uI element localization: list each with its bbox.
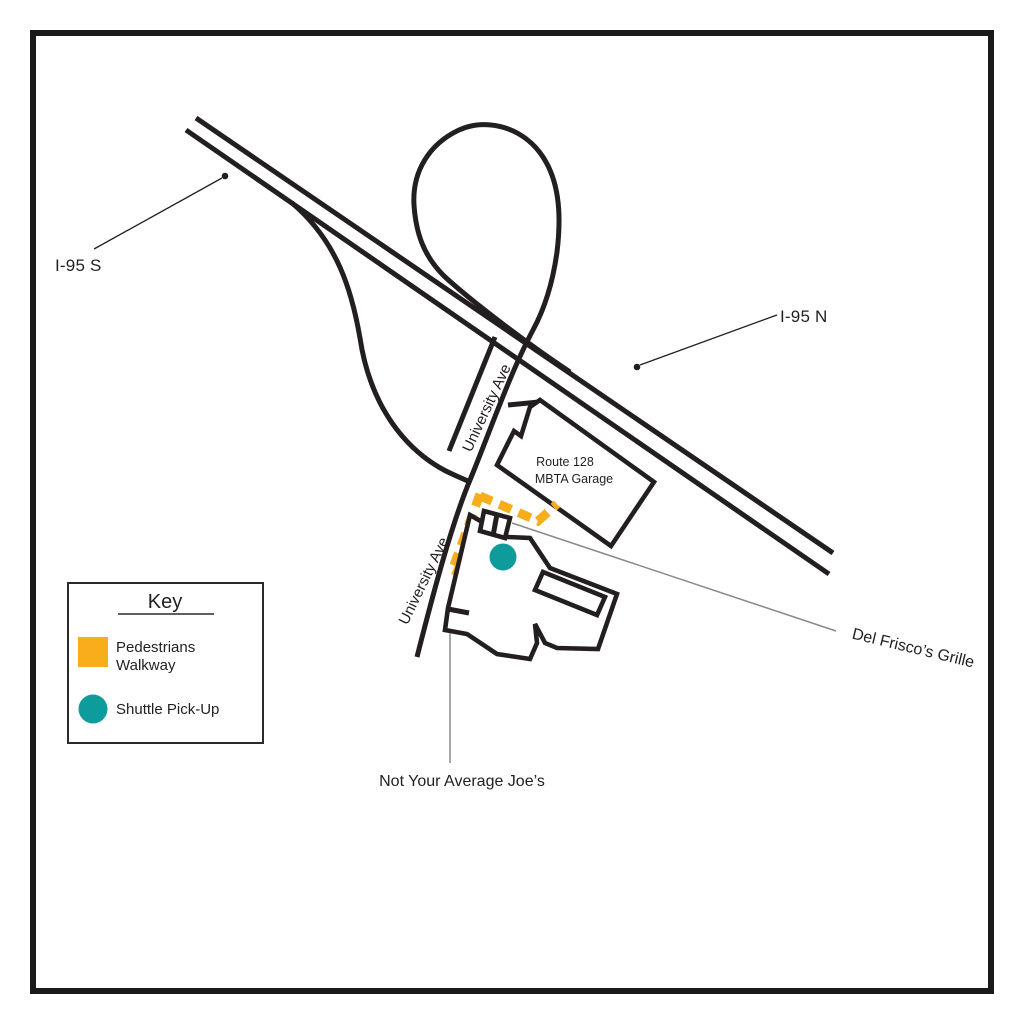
retail-block-building — [442, 511, 620, 662]
university-ave-lower-label: University Ave — [396, 535, 453, 628]
inner-building-outline — [531, 569, 609, 618]
retail-block-corner-divider — [447, 606, 470, 616]
key-walkway-label-line2: Walkway — [116, 657, 176, 674]
walkway-to-garage — [478, 491, 561, 527]
average-joes-label: Not Your Average Joe’s — [379, 773, 545, 790]
leader-lines — [93, 172, 837, 763]
i95s-leader-dot — [221, 172, 229, 180]
key-shuttle-label: Shuttle Pick-Up — [116, 701, 219, 718]
i95s-offramp-road — [290, 201, 470, 484]
shuttle-pickup-dot — [489, 543, 517, 571]
key-title: Key — [148, 591, 182, 613]
key-walkway-label-line1: Pedestrians — [116, 639, 195, 656]
walkway-along-university-ave — [448, 492, 485, 570]
shelter-divider — [490, 513, 500, 537]
walkway-swatch-icon — [78, 637, 108, 667]
del-friscos-label: Del Frisco’s Grille — [850, 626, 976, 672]
i95n-leader-dot — [633, 363, 641, 371]
gore-road-segment — [446, 336, 498, 452]
shuttle-dot-icon — [78, 694, 108, 724]
mbta-garage-building — [494, 397, 658, 550]
map-frame — [30, 30, 994, 994]
map-key: Key Pedestrians Walkway Shuttle Pick-Up — [67, 582, 264, 744]
del-friscos-leader-line — [511, 522, 837, 632]
garage-label-line2: MBTA Garage — [535, 472, 613, 486]
university-ave-road-with-loop-ramp — [411, 122, 572, 658]
garage-label-line1: Route 128 — [536, 455, 594, 469]
i95n-leader-line — [639, 314, 778, 366]
i95-s-label: I-95 S — [55, 256, 102, 275]
i95s-leader-line — [93, 177, 223, 250]
i95-n-label: I-95 N — [780, 307, 828, 326]
